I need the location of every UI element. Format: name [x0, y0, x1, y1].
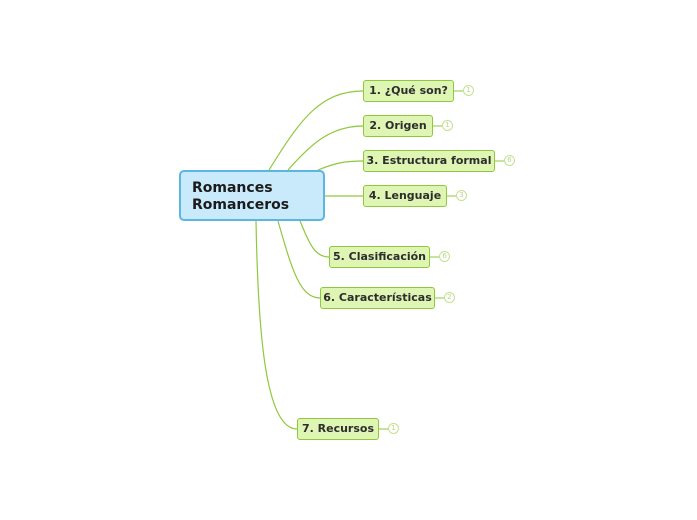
subtopic-count-badge[interactable]: 3: [456, 190, 467, 201]
connector-1: [268, 90, 364, 171]
central-topic-line2: Romanceros: [192, 197, 290, 213]
connector-5: [299, 220, 330, 258]
branch-topic-recursos[interactable]: 7. Recursos: [297, 418, 379, 440]
connector-2: [287, 125, 364, 171]
subtopic-count-badge[interactable]: 2: [444, 292, 455, 303]
central-topic[interactable]: Romances Romanceros: [179, 170, 325, 221]
connector-3: [317, 160, 364, 171]
connector-7: [255, 220, 298, 430]
branch-topic-estructura-formal[interactable]: 3. Estructura formal: [363, 150, 495, 172]
subtopic-count-badge[interactable]: 6: [504, 155, 515, 166]
branch-topic-que-son[interactable]: 1. ¿Qué son?: [363, 80, 454, 102]
central-topic-line1: Romances: [192, 180, 273, 196]
subtopic-count-badge[interactable]: 1: [463, 85, 474, 96]
branch-topic-lenguaje[interactable]: 4. Lenguaje: [363, 185, 447, 207]
branch-topic-clasificacion[interactable]: 5. Clasificación: [329, 246, 430, 268]
branch-topic-origen[interactable]: 2. Origen: [363, 115, 433, 137]
branch-topic-caracteristicas[interactable]: 6. Características: [320, 287, 435, 309]
subtopic-count-badge[interactable]: 1: [442, 120, 453, 131]
connector-6: [277, 220, 321, 299]
subtopic-count-badge[interactable]: 6: [439, 251, 450, 262]
subtopic-count-badge[interactable]: 1: [388, 423, 399, 434]
